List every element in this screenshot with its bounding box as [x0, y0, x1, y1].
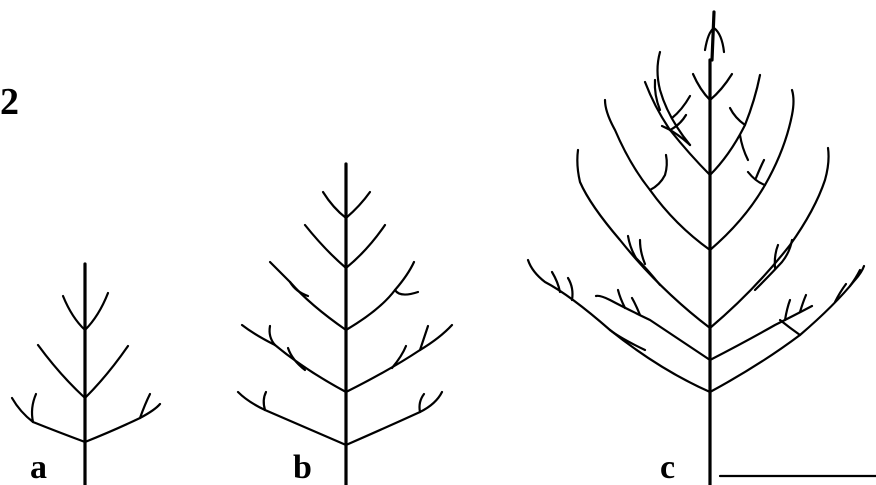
- tree-a-branch: [12, 398, 85, 442]
- tree-b-branch: [346, 262, 414, 330]
- tree-c-branch: [577, 150, 710, 328]
- tree-b: [238, 164, 452, 485]
- tree-b-branch: [305, 225, 346, 268]
- tree-c-branch: [662, 126, 690, 145]
- tree-c-trunk: [712, 12, 714, 60]
- tree-b-branch: [288, 348, 305, 370]
- tree-c: [528, 12, 876, 485]
- tree-b-branch: [238, 392, 346, 445]
- tree-c-branch: [605, 100, 710, 250]
- tree-c-branch: [775, 245, 778, 268]
- tree-c-branch: [596, 296, 710, 360]
- tree-a-branch: [85, 404, 160, 442]
- tree-b-branch: [346, 192, 370, 218]
- tree-c-branch: [850, 270, 860, 286]
- tree-b-branch: [392, 346, 406, 368]
- tree-c-branch: [710, 75, 760, 175]
- tree-a-branch: [32, 394, 36, 422]
- panel-label-a: a: [30, 449, 47, 485]
- tree-b-branch: [346, 225, 385, 268]
- tree-c-branch: [610, 330, 645, 350]
- tree-a-branch: [85, 346, 128, 398]
- tree-c-branch: [714, 28, 724, 52]
- tree-c-branch: [710, 90, 794, 250]
- tree-b-branch: [290, 282, 308, 296]
- tree-b-branch: [346, 392, 442, 445]
- tree-c-branch: [710, 74, 732, 100]
- tree-c-branch: [640, 240, 645, 264]
- tree-c-branch: [756, 160, 764, 178]
- tree-b-branch: [323, 192, 346, 218]
- tree-c-branch: [693, 74, 710, 100]
- tree-a-branch: [85, 293, 108, 330]
- figure-number: 2: [0, 81, 19, 123]
- panel-label-c: c: [660, 449, 675, 485]
- tree-c-branch: [672, 96, 690, 118]
- tree-c-branch: [780, 320, 800, 335]
- tree-c-branch: [730, 108, 745, 125]
- tree-c-branch: [710, 266, 864, 392]
- tree-b-branch: [395, 290, 418, 295]
- tree-b-branch: [264, 392, 266, 410]
- tree-a-branch: [63, 296, 85, 330]
- tree-c-branch: [740, 135, 748, 160]
- panel-label-b: b: [293, 449, 312, 485]
- tree-c-branch: [650, 155, 667, 190]
- tree-a-branch: [38, 345, 85, 398]
